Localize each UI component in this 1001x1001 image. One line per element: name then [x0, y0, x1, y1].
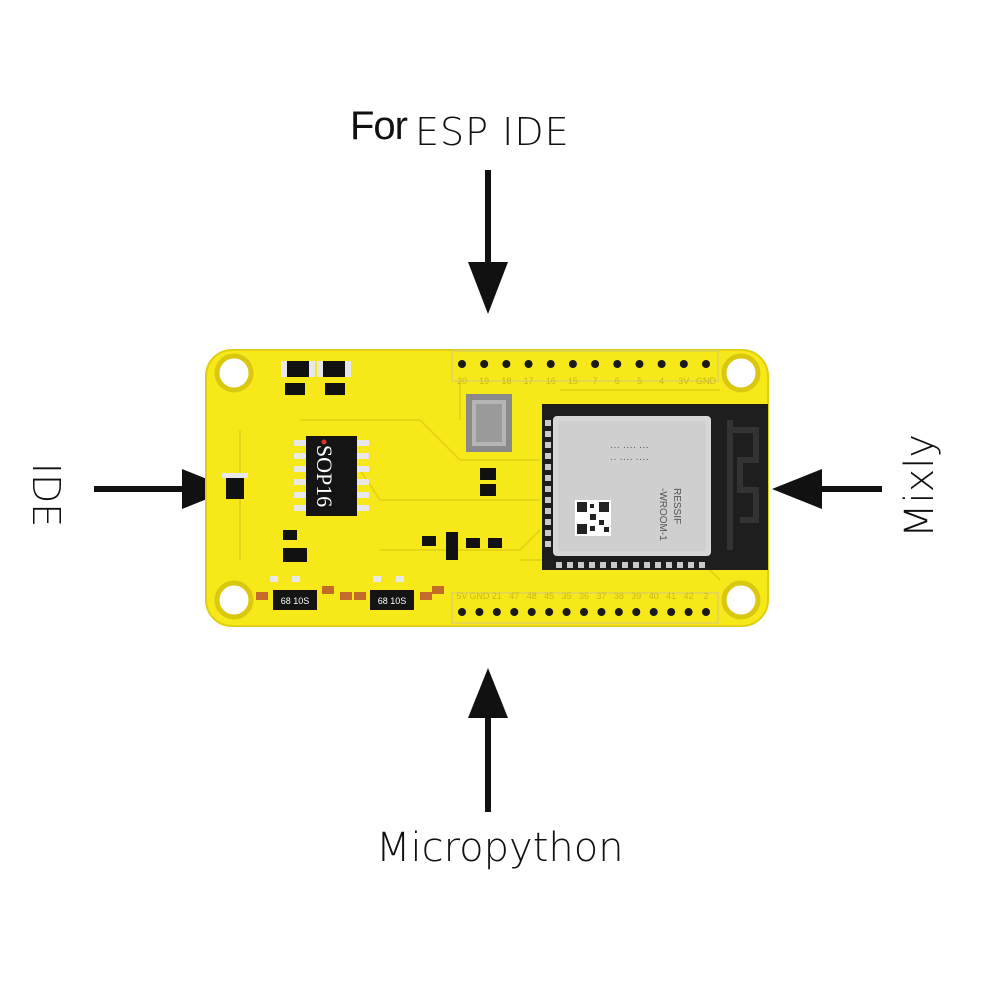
pin-hole	[613, 360, 622, 368]
pin-label: GND	[469, 591, 490, 601]
diode	[226, 475, 244, 499]
pin-hole	[545, 608, 554, 616]
smd-resistors	[281, 361, 351, 395]
label-for: For	[350, 104, 408, 148]
qr-code	[575, 500, 611, 536]
pin-hole	[649, 608, 658, 616]
pin-label: 16	[546, 376, 556, 386]
mounting-hole-tr	[721, 353, 761, 393]
pin-label: 36	[579, 591, 589, 601]
pin-hole	[502, 360, 511, 368]
pin-hole	[614, 608, 623, 616]
top-pin-row: 20 19 18 17 16 15 7 6 5 4 3V GND	[457, 360, 717, 386]
pin-label: 3V	[678, 376, 689, 386]
transistor-2-label: 68 10S	[378, 596, 407, 606]
pin-label: 7	[593, 376, 598, 386]
pin-hole	[591, 360, 600, 368]
pin-label: 21	[492, 591, 502, 601]
pin-hole	[458, 360, 466, 368]
label-micropython: Micropython	[376, 825, 624, 871]
pin-label: 5V	[456, 591, 467, 601]
pin-label: 20	[457, 376, 467, 386]
pin-label: 47	[509, 591, 519, 601]
pin-hole	[597, 608, 606, 616]
antenna	[727, 420, 759, 550]
pin-hole	[480, 360, 489, 368]
svg-text:··· ···· ···: ··· ···· ···	[610, 442, 649, 453]
usb-connector	[466, 394, 512, 452]
arrow-bottom	[468, 668, 508, 812]
pin-hole	[510, 608, 519, 616]
pin-label: 19	[479, 376, 489, 386]
pin-label: GND	[696, 376, 717, 386]
pin-label: 40	[649, 591, 659, 601]
esp32-module: ··· ···· ··· ·· ···· ···· RESSIF -WROOM-…	[542, 404, 768, 570]
sop16-chip: SOP16	[294, 436, 369, 516]
module-name: -WROOM-1	[657, 488, 668, 541]
pin-hole	[475, 608, 484, 616]
arrow-top	[468, 170, 508, 314]
pin-label: 17	[524, 376, 534, 386]
pin-hole	[702, 608, 710, 616]
pin-hole	[568, 360, 577, 368]
pin-hole	[562, 608, 571, 616]
pin-hole	[635, 360, 644, 368]
mounting-hole-tl	[214, 353, 254, 393]
transistor-1: 68 10S	[270, 576, 317, 610]
mounting-hole-br	[721, 580, 761, 620]
pin-hole	[458, 608, 466, 616]
pin-hole	[546, 360, 555, 368]
pin-hole	[524, 360, 533, 368]
pin-label: 2	[703, 591, 708, 601]
capacitors	[256, 586, 444, 600]
sop16-label: SOP16	[312, 445, 337, 507]
pin-label: 6	[615, 376, 620, 386]
pin-hole	[657, 360, 666, 368]
pin-label: 35	[562, 591, 572, 601]
pin-label: 15	[568, 376, 578, 386]
pin-label: 18	[501, 376, 511, 386]
transistor-2: 68 10S	[370, 576, 414, 610]
pin-hole	[580, 608, 588, 616]
pin-label: 42	[684, 591, 694, 601]
pin-label: 4	[659, 376, 664, 386]
transistor-1-label: 68 10S	[281, 596, 310, 606]
pin-hole	[679, 360, 688, 368]
pin-label: 5	[637, 376, 642, 386]
mounting-hole-bl	[214, 580, 254, 620]
label-esp-ide: ESP IDE	[415, 110, 570, 154]
pin-hole	[667, 608, 676, 616]
pin-label: 37	[596, 591, 606, 601]
pin-label: 41	[666, 591, 676, 601]
pin-hole	[702, 360, 710, 368]
pin-label: 48	[527, 591, 537, 601]
arrow-right	[772, 469, 882, 509]
pin-hole	[492, 608, 501, 616]
module-brand: RESSIF	[671, 488, 682, 524]
pin-hole	[632, 608, 641, 616]
pin-label: 38	[614, 591, 624, 601]
pin-hole	[684, 608, 693, 616]
pin-label: 45	[544, 591, 554, 601]
pin-label: 39	[631, 591, 641, 601]
pin-hole	[527, 608, 536, 616]
svg-text:·· ···· ····: ·· ···· ····	[610, 454, 649, 465]
